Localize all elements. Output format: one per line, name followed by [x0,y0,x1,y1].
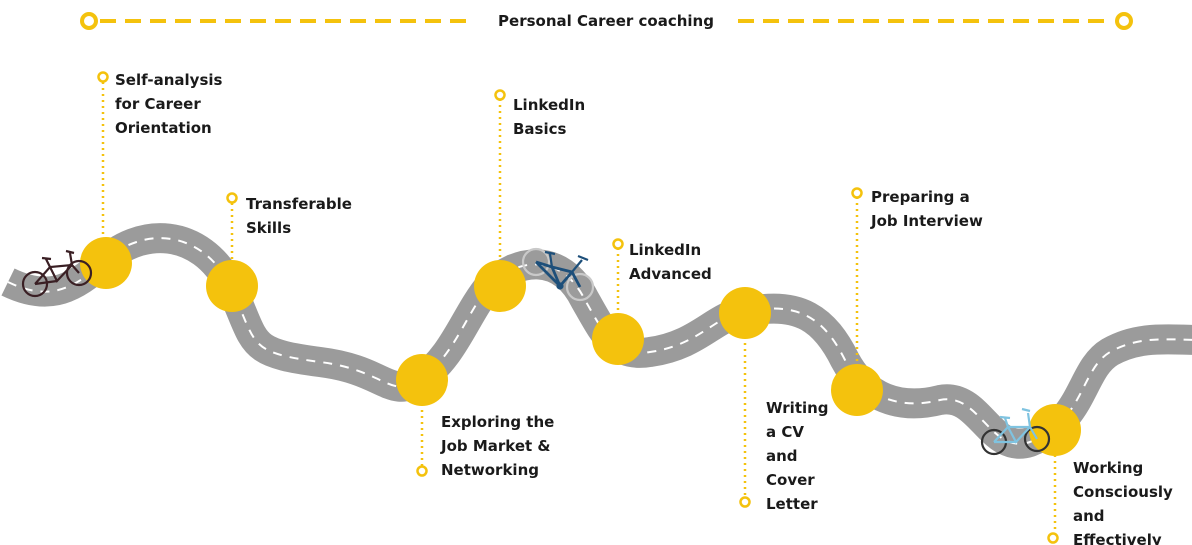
milestone-label-exploring-job-market: Exploring the Job Market & Networking [441,413,555,479]
ring-icon [1047,532,1059,544]
milestone-circle-3 [396,354,448,406]
connectors [101,82,1057,535]
ring-icon [416,465,428,477]
milestone-circle-7 [831,364,883,416]
milestone-circle-6 [719,287,771,339]
header-ring-right [1115,12,1133,30]
bicycle-icon [980,407,1051,456]
milestone-circles [80,237,1081,456]
milestone-label-transferable-skills: Transferable Skills [246,195,352,237]
ring-icon [97,71,109,83]
header-ring-left [80,12,98,30]
ring-icon [739,496,751,508]
milestone-label-linkedin-advanced: LinkedIn Advanced [629,241,712,283]
milestone-circle-8 [1029,404,1081,456]
milestone-label-self-analysis: Self-analysis for Career Orientation [115,71,223,137]
ring-icon [612,238,624,250]
milestone-circle-2 [206,260,258,312]
milestone-label-preparing-interview: Preparing a Job Interview [871,188,983,230]
ring-icon [851,187,863,199]
milestone-label-writing-cv: Writing a CV and Cover Letter [766,399,829,513]
milestone-circle-4 [474,260,526,312]
header-line [80,12,1133,30]
bicycle-icon [21,249,93,298]
ring-icon [494,89,506,101]
milestone-circle-5 [592,313,644,365]
ring-icon [226,192,238,204]
milestone-label-working-consciously: Working Consciously and Effectively [1073,459,1173,545]
milestone-label-linkedin-basics: LinkedIn Basics [513,96,586,138]
milestone-circle-1 [80,237,132,289]
label-rings [97,71,1059,544]
page-title: Personal Career coaching [498,12,714,30]
bicycle-icon [521,247,595,302]
